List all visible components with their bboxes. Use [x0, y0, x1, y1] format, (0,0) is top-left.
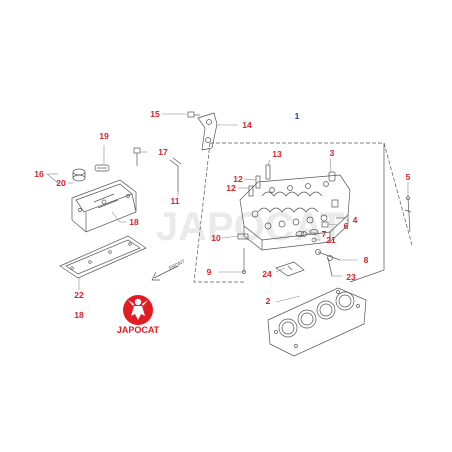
callout-22: 22 — [74, 290, 84, 300]
front-arrow — [151, 265, 179, 281]
callout-24: 24 — [262, 269, 272, 279]
callout-15: 15 — [150, 109, 160, 119]
bolt-17 — [133, 147, 141, 166]
plug-3 — [328, 171, 336, 182]
callout-18-cover: 18 — [129, 217, 139, 227]
stud-9 — [242, 248, 246, 274]
valve-cover — [71, 179, 137, 233]
bolt-23 — [327, 255, 333, 277]
filler-cap-20 — [72, 168, 86, 182]
callout-10: 10 — [211, 233, 221, 243]
callout-9: 9 — [207, 267, 212, 277]
bracket-24 — [275, 261, 305, 277]
callout-12-upper: 12 — [233, 174, 243, 184]
callout-11: 11 — [171, 196, 180, 206]
part-10 — [237, 233, 249, 240]
callout-3: 3 — [330, 148, 335, 158]
callout-19: 19 — [99, 131, 109, 141]
bolt-15 — [187, 111, 200, 118]
callout-14: 14 — [242, 120, 252, 130]
callout-17: 17 — [158, 147, 168, 157]
callout-8: 8 — [364, 255, 369, 265]
callout-5: 5 — [406, 172, 411, 182]
lifting-bracket-14 — [197, 112, 218, 151]
head-assembly-box — [193, 142, 413, 283]
watermark-text: JAPOCAT — [156, 205, 344, 249]
callout-18-gasket: 18 — [74, 310, 84, 320]
callout-21: 21 — [326, 235, 336, 245]
leader-lines — [46, 113, 409, 303]
callout-1: 1 — [295, 111, 300, 121]
stud-5 — [404, 196, 412, 233]
head-studs — [248, 164, 271, 197]
samurai-figure-icon — [128, 298, 148, 320]
callout-4: 4 — [353, 215, 358, 225]
valve-cover-gasket — [59, 235, 147, 279]
logo-text: JAPOCAT — [117, 325, 160, 335]
japocat-logo: JAPOCAT — [117, 295, 160, 335]
line-art — [59, 111, 413, 357]
callout-23: 23 — [346, 272, 356, 282]
part-6 — [321, 221, 329, 228]
callout-20: 20 — [56, 178, 66, 188]
callout-6: 6 — [344, 221, 349, 231]
callout-16: 16 — [34, 169, 44, 179]
head-gasket — [267, 287, 367, 357]
front-label: FRONT — [168, 259, 186, 272]
callout-7: 7 — [322, 229, 327, 239]
pipe-11 — [169, 157, 182, 192]
callout-12-lower: 12 — [226, 183, 236, 193]
cap-19 — [94, 164, 110, 172]
callout-13: 13 — [272, 149, 282, 159]
callout-2: 2 — [266, 296, 271, 306]
callout-labels: 1 2 3 4 5 6 7 8 9 10 11 12 12 13 14 15 1… — [34, 109, 410, 320]
